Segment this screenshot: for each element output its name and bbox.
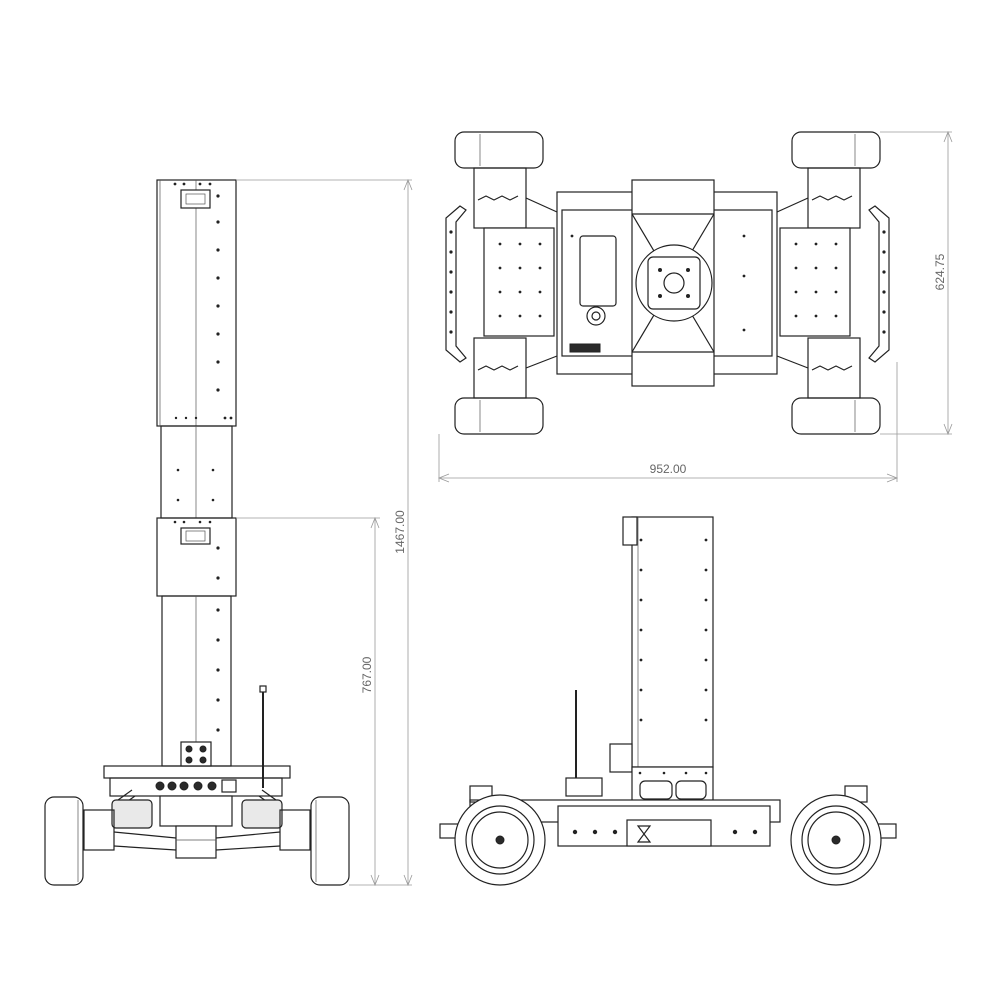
front-view-dimensions [236, 178, 413, 887]
dim-label-624: 624.75 [933, 253, 947, 290]
front-view [44, 179, 350, 886]
dim-label-1467: 1467.00 [393, 510, 407, 554]
side-view [439, 516, 897, 886]
top-view [445, 131, 890, 435]
dim-label-767: 767.00 [360, 656, 374, 693]
top-view-dimensions [437, 130, 953, 483]
dim-label-952: 952.00 [650, 462, 687, 476]
